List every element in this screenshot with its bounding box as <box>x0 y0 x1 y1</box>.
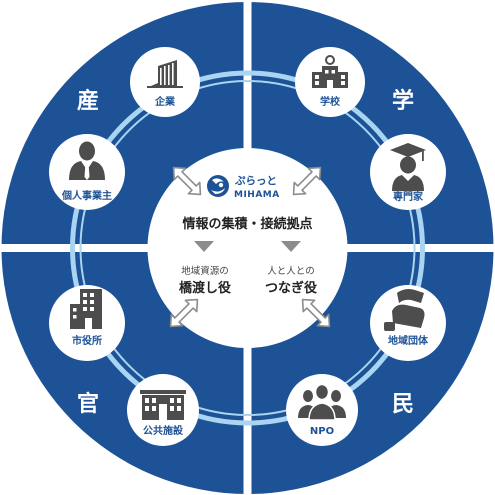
node-npo: NPO <box>286 374 358 446</box>
community-sofa-icon <box>384 289 425 331</box>
quadrant-label-academia: 学 <box>392 88 414 114</box>
node-label-expert: 専門家 <box>393 190 424 203</box>
node-label-city-hall: 市役所 <box>72 334 102 347</box>
node-school: 学校 <box>295 47 365 117</box>
connection-ring-outer <box>70 70 425 426</box>
connection-ring-inner <box>79 80 416 416</box>
center-hub <box>147 148 348 348</box>
plat-mihama-logo: ぷらっと MIHAMA <box>207 175 280 200</box>
logo-text-jp: ぷらっと <box>234 175 277 187</box>
double-arrow-top-left-icon <box>172 166 202 196</box>
node-label-company: 企業 <box>154 95 176 108</box>
right-role-caption: 人と人との <box>267 266 314 277</box>
left-role-label: 橋渡し役 <box>179 280 231 296</box>
node-company: 企業 <box>130 47 200 117</box>
node-label-npo: NPO <box>310 426 334 437</box>
office-building-icon <box>147 60 183 88</box>
node-city-hall: 市役所 <box>49 285 125 361</box>
node-label-sole-proprietor: 個人事業主 <box>61 189 112 202</box>
down-arrow-left-icon <box>194 241 214 252</box>
graduate-icon <box>390 143 426 191</box>
node-label-public-facility: 公共施設 <box>143 424 184 437</box>
double-arrow-bottom-right-icon <box>301 298 331 328</box>
node-public-facility: 公共施設 <box>127 374 199 446</box>
node-label-community-group: 地域団体 <box>388 334 429 347</box>
node-expert: 専門家 <box>370 134 446 210</box>
node-community-group: 地域団体 <box>370 285 446 361</box>
right-role-label: つなぎ役 <box>265 280 317 296</box>
city-hall-icon <box>70 289 102 329</box>
businessman-icon <box>69 141 105 180</box>
quadrant-label-government: 官 <box>77 391 99 417</box>
node-label-school: 学校 <box>320 95 341 108</box>
quadrant-label-industry: 産 <box>77 88 99 114</box>
double-arrow-top-right-icon <box>292 166 322 196</box>
node-sole-proprietor: 個人事業主 <box>49 134 125 210</box>
school-building-icon <box>312 55 348 88</box>
logo-text-en: MIHAMA <box>234 190 280 200</box>
double-arrow-bottom-left-icon <box>169 298 199 328</box>
left-role-caption: 地域資源の <box>181 265 229 277</box>
public-facility-icon <box>140 390 186 420</box>
down-arrow-right-icon <box>281 241 301 252</box>
quadrant-label-private: 民 <box>392 392 414 417</box>
people-group-icon <box>298 383 346 421</box>
center-title: 情報の集積・接続拠点 <box>182 216 312 232</box>
